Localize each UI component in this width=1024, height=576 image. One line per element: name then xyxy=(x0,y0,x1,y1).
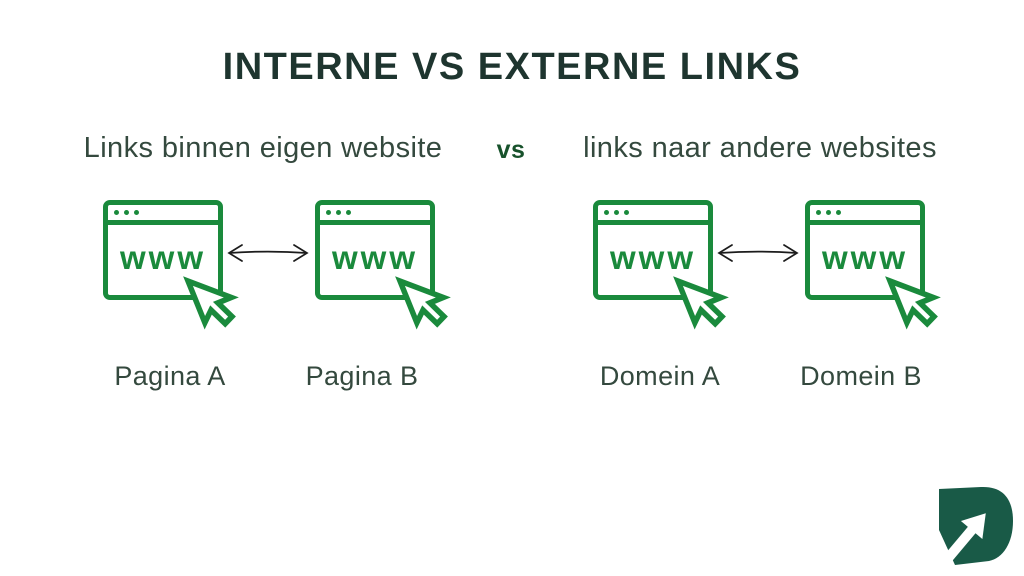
caption-pagina-a: Pagina A xyxy=(114,361,226,391)
right-subtitle: links naar andere websites xyxy=(583,132,937,164)
left-subtitle: Links binnen eigen website xyxy=(83,132,443,164)
window-dot xyxy=(614,210,619,215)
window-titlebar xyxy=(108,205,218,225)
window-dot xyxy=(134,210,139,215)
www-text: www xyxy=(331,239,418,276)
caption-pagina-b: Pagina B xyxy=(305,361,419,391)
cursor-arrow-icon xyxy=(183,276,239,330)
window-titlebar xyxy=(598,205,708,225)
double-headed-arrow-icon xyxy=(227,244,309,262)
cursor-arrow-icon xyxy=(673,276,729,330)
browser-window-icon: www xyxy=(593,200,729,330)
window-dot xyxy=(336,210,341,215)
www-text: www xyxy=(609,239,696,276)
caption-domein-a: Domein A xyxy=(599,361,721,391)
cursor-arrow-icon xyxy=(395,276,451,330)
www-text: www xyxy=(119,239,206,276)
window-dot xyxy=(836,210,841,215)
window-dot xyxy=(604,210,609,215)
caption-domein-b: Domein B xyxy=(800,361,922,391)
leaf-arrow-logo xyxy=(939,486,1013,566)
window-titlebar xyxy=(810,205,920,225)
vs-label: vs xyxy=(496,136,526,164)
window-dot xyxy=(326,210,331,215)
browser-window-icon: www xyxy=(103,200,239,330)
cursor-arrow-icon xyxy=(885,276,941,330)
window-dot xyxy=(816,210,821,215)
browser-window-icon: www xyxy=(805,200,941,330)
www-text: www xyxy=(821,239,908,276)
browser-window-icon: www xyxy=(315,200,451,330)
window-dot xyxy=(346,210,351,215)
page-title: INTERNE VS EXTERNE LINKS xyxy=(222,46,802,88)
window-dot xyxy=(114,210,119,215)
double-headed-arrow-icon xyxy=(717,244,799,262)
window-dot xyxy=(826,210,831,215)
window-dot xyxy=(124,210,129,215)
window-dot xyxy=(624,210,629,215)
window-titlebar xyxy=(320,205,430,225)
